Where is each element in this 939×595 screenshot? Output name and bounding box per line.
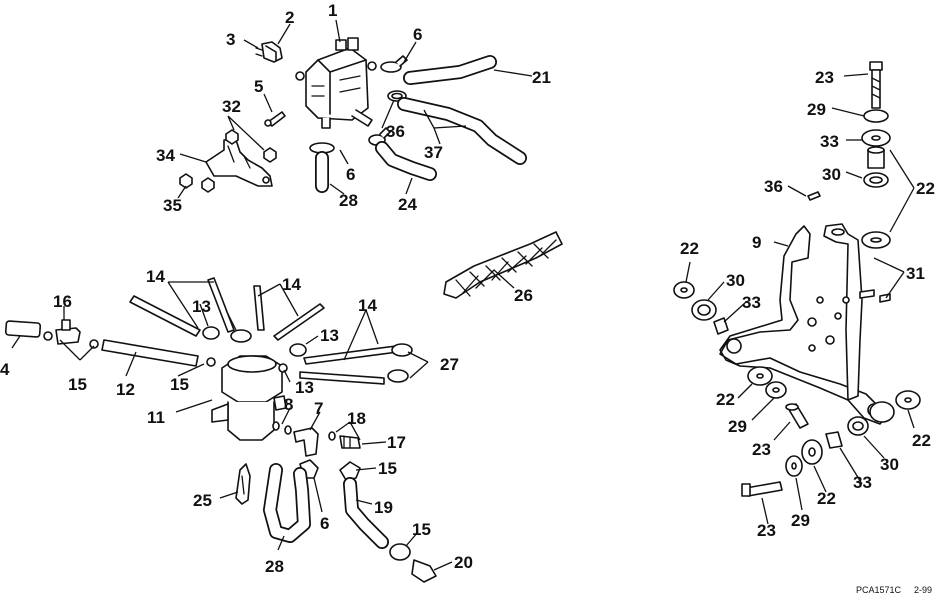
fuel-filter-assembly [4, 231, 563, 583]
callout-33b: 33 [742, 293, 761, 312]
callout-33a: 33 [820, 132, 839, 151]
callout-20: 20 [454, 553, 473, 572]
callout-21: 21 [532, 68, 551, 87]
callout-26: 26 [514, 286, 533, 305]
callout-32: 32 [222, 97, 241, 116]
callout-14b: 14 [282, 275, 301, 294]
callout-30b: 30 [726, 271, 745, 290]
mounting-bracket [673, 61, 921, 497]
callout-23a: 23 [815, 68, 834, 87]
callout-19: 19 [374, 498, 393, 517]
callout-9: 9 [752, 233, 761, 252]
callout-6c: 6 [320, 514, 329, 533]
callout-22e: 22 [817, 489, 836, 508]
callout-labels: 1 2 3 4 5 6 6 6 7 8 9 11 12 13 13 13 14 … [0, 1, 935, 576]
callout-31: 31 [906, 264, 925, 283]
callout-29b: 29 [728, 417, 747, 436]
callout-27: 27 [440, 355, 459, 374]
callout-28a: 28 [339, 191, 358, 210]
callout-36a: 36 [386, 122, 405, 141]
callout-37: 37 [424, 143, 443, 162]
callout-15b: 15 [170, 375, 189, 394]
callout-22a: 22 [916, 179, 935, 198]
callout-3: 3 [226, 30, 235, 49]
callout-25: 25 [193, 491, 212, 510]
callout-11: 11 [147, 408, 165, 427]
callout-35: 35 [163, 196, 182, 215]
callout-22c: 22 [716, 390, 735, 409]
callout-5: 5 [254, 77, 263, 96]
callout-23c: 23 [757, 521, 776, 540]
fuel-pump-top [179, 37, 408, 193]
hoses-top [315, 55, 527, 193]
callout-18: 18 [347, 409, 366, 428]
callout-16: 16 [53, 292, 72, 311]
callout-4: 4 [0, 360, 10, 379]
callout-8: 8 [284, 395, 293, 414]
callout-13a: 13 [192, 297, 211, 316]
callout-6a: 6 [413, 25, 422, 44]
callout-22d: 22 [912, 431, 931, 450]
callout-13b: 13 [320, 326, 339, 345]
callout-6b: 6 [346, 165, 355, 184]
callout-29c: 29 [791, 511, 810, 530]
callout-15a: 15 [68, 375, 87, 394]
callout-36b: 36 [764, 177, 783, 196]
callout-13c: 13 [295, 378, 314, 397]
callout-28b: 28 [265, 557, 284, 576]
drawing-date-text: 2-99 [914, 585, 932, 595]
callout-12: 12 [116, 380, 135, 399]
callout-34: 34 [156, 146, 175, 165]
leader-lines [11, 19, 915, 571]
callout-1: 1 [328, 1, 337, 20]
callout-2: 2 [285, 8, 294, 27]
callout-14a: 14 [146, 267, 165, 286]
callout-23b: 23 [752, 440, 771, 459]
callout-22b: 22 [680, 239, 699, 258]
callout-17: 17 [387, 433, 406, 452]
callout-7: 7 [314, 399, 323, 418]
callout-30a: 30 [822, 165, 841, 184]
callout-14c: 14 [358, 296, 377, 315]
callout-24: 24 [398, 195, 417, 214]
drawing-code: PCA1571C 2-99 [856, 585, 932, 595]
hoses-bottom [263, 463, 389, 549]
callout-33c: 33 [853, 473, 872, 492]
drawing-code-text: PCA1571C [856, 585, 902, 595]
callout-30c: 30 [880, 455, 899, 474]
callout-15c: 15 [378, 459, 397, 478]
callout-15d: 15 [412, 520, 431, 539]
callout-29a: 29 [807, 100, 826, 119]
